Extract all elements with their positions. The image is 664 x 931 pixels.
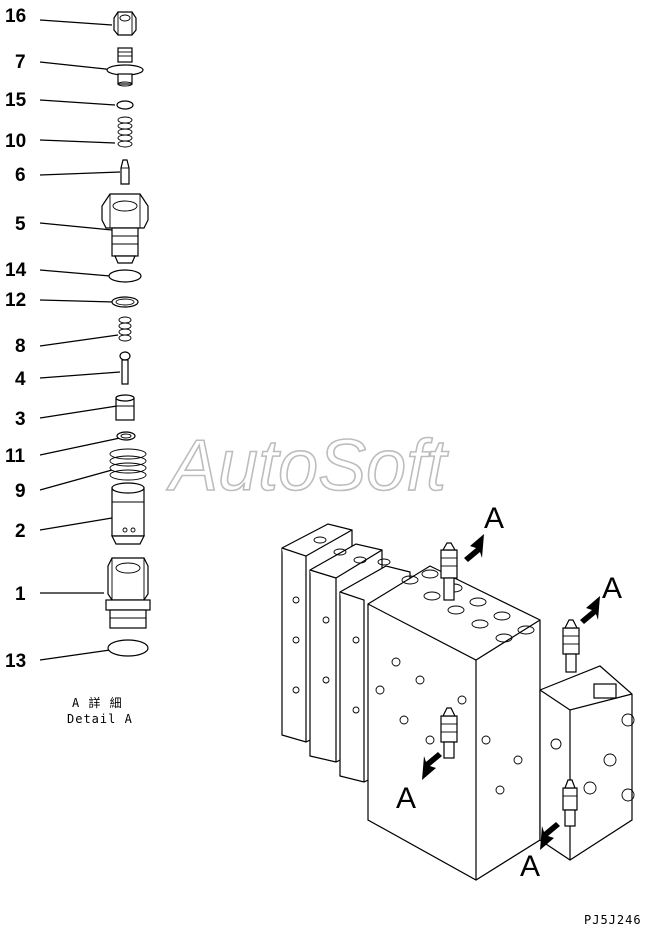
item-numbers: 16 7 15 10 6 5 14 12 8 4 3 11 9 2 1 13 <box>5 6 27 672</box>
item-number: 2 <box>15 521 26 542</box>
item-number: 14 <box>5 260 27 281</box>
exploded-parts <box>101 11 151 657</box>
o-ring-bottom-part <box>107 639 149 657</box>
watermark: AutoSoft <box>166 426 449 506</box>
item-number: 7 <box>15 52 26 73</box>
adjusting-screw-part <box>106 47 144 87</box>
backup-ring-part <box>111 296 139 308</box>
drawing-code: PJ5J246 <box>584 913 642 927</box>
item-number: 1 <box>15 584 26 605</box>
view-label-a: A <box>396 782 416 815</box>
item-number: 3 <box>15 409 26 430</box>
control-valve-assembly <box>281 523 635 881</box>
item-number: 13 <box>5 651 26 672</box>
item-number: 11 <box>5 446 26 467</box>
view-label-a: A <box>602 572 622 605</box>
spring-small-part <box>117 116 133 148</box>
arrow-icon <box>580 596 600 624</box>
item-number: 12 <box>5 290 26 311</box>
caption-english: Detail A <box>67 712 133 726</box>
item-number: 5 <box>15 214 26 235</box>
arrow-icon <box>422 752 442 780</box>
relief-valve-cartridge <box>440 707 458 759</box>
arrow-icon <box>464 534 484 562</box>
cap-nut-part <box>113 11 137 36</box>
piston-part <box>115 394 135 421</box>
caption-japanese: A 詳 細 <box>72 695 123 710</box>
pointer-arrows <box>422 534 600 850</box>
seat-body-part <box>101 193 149 264</box>
pilot-poppet-part <box>120 159 130 185</box>
main-spring-part <box>109 448 147 481</box>
o-ring-large-part <box>108 269 142 283</box>
item-number: 16 <box>5 6 26 27</box>
arrow-icon <box>540 822 560 850</box>
valve-sleeve-part <box>105 557 151 629</box>
item-number: 6 <box>15 165 26 186</box>
item-number: 15 <box>5 90 27 111</box>
item-number: 10 <box>5 131 26 152</box>
view-label-a: A <box>484 502 504 535</box>
spring-medium-part <box>118 316 132 342</box>
port-holes <box>292 536 635 802</box>
view-label-a: A <box>520 850 540 883</box>
relief-valve-cartridge <box>440 542 458 601</box>
item-number: 4 <box>15 369 26 390</box>
pin-part <box>119 351 131 385</box>
main-poppet-part <box>111 482 145 545</box>
relief-valve-cartridge <box>562 619 580 673</box>
washer-part <box>116 431 136 441</box>
item-number: 8 <box>15 336 26 357</box>
o-ring-small-part <box>116 100 134 110</box>
leader-lines <box>39 19 121 661</box>
relief-valve-cartridge <box>562 779 578 827</box>
item-number: 9 <box>15 481 26 502</box>
